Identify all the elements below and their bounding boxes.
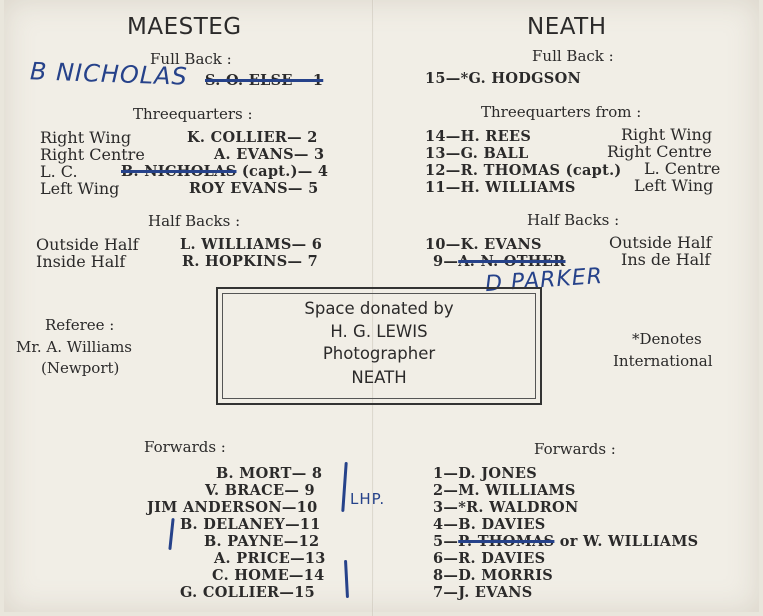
home-player-3: A. EVANS— 3	[214, 146, 325, 163]
home-forward-14: C. HOME—14	[212, 567, 325, 584]
home-forward-10: JIM ANDERSON—10	[147, 499, 318, 516]
away-forward-5-struck: P. THOMAS	[458, 533, 555, 550]
away-player-10: 10—K. EVANS	[425, 236, 542, 253]
handwritten-forwards-note: LHP.	[350, 490, 386, 508]
away-player-12: 12—R. THOMAS (capt.)	[425, 162, 622, 179]
away-position-inside-half: Ins de Half	[621, 250, 711, 269]
away-forward-5: 5—P. THOMAS or W. WILLIAMS	[433, 533, 698, 550]
referee-heading: Referee :	[45, 316, 115, 334]
handwritten-full-back-note: B NICHOLAS	[29, 57, 189, 91]
home-forward-13: A. PRICE—13	[214, 550, 326, 567]
away-player-9-prefix: 9—	[433, 253, 459, 270]
away-position-1: Right Centre	[607, 142, 712, 161]
away-forward-7: 7—J. EVANS	[433, 584, 533, 601]
away-position-2: L. Centre	[644, 159, 721, 178]
away-player-13: 13—G. BALL	[425, 145, 529, 162]
advert-box-inner-border	[222, 293, 536, 399]
away-threequarters-heading: Threequarters from :	[481, 103, 642, 121]
international-note-line2: International	[613, 352, 713, 370]
home-full-back-heading: Full Back :	[150, 50, 232, 68]
home-player-4: B. NICHOLAS (capt.)— 4	[121, 163, 328, 180]
home-position-1: Right Centre	[40, 145, 145, 164]
away-team-title: NEATH	[527, 14, 607, 40]
away-player-14: 14—H. REES	[425, 128, 532, 145]
home-forward-8: B. MORT— 8	[216, 465, 323, 482]
away-forwards-heading: Forwards :	[534, 440, 616, 458]
home-half-backs-heading: Half Backs :	[148, 212, 241, 230]
away-position-3: Left Wing	[634, 176, 714, 195]
referee-club: (Newport)	[41, 359, 120, 377]
home-player-7: R. HOPKINS— 7	[182, 253, 319, 270]
programme-sheet	[4, 0, 759, 612]
away-forward-8: 8—D. MORRIS	[433, 567, 554, 584]
centre-fold	[372, 0, 374, 616]
advert-line-1: Space donated by	[304, 299, 454, 318]
home-forwards-heading: Forwards :	[144, 438, 226, 456]
home-player-2: K. COLLIER— 2	[187, 129, 318, 146]
home-team-title: MAESTEG	[127, 14, 242, 40]
home-player-4-rest: (capt.)— 4	[236, 163, 329, 180]
home-position-3: Left Wing	[40, 179, 120, 198]
away-forward-5-rest: or W. WILLIAMS	[554, 533, 699, 550]
home-position-outside-half: Outside Half	[36, 235, 139, 254]
away-forward-6: 6—R. DAVIES	[433, 550, 546, 567]
away-position-outside-half: Outside Half	[609, 233, 712, 252]
home-forward-9: V. BRACE— 9	[205, 482, 315, 499]
away-forward-4: 4—B. DAVIES	[433, 516, 546, 533]
away-player-11: 11—H. WILLIAMS	[425, 179, 576, 196]
home-position-inside-half: Inside Half	[36, 252, 126, 271]
advert-line-3: Photographer	[322, 344, 436, 363]
away-full-back-heading: Full Back :	[532, 47, 614, 65]
home-player-5: ROY EVANS— 5	[189, 180, 319, 197]
away-position-0: Right Wing	[621, 125, 713, 144]
advert-line-2: H. G. LEWIS	[330, 322, 428, 341]
away-forward-3: 3—*R. WALDRON	[433, 499, 579, 516]
home-full-back: S. O. ELSE— 1	[205, 72, 324, 89]
advert-line-4: NEATH	[351, 368, 407, 387]
away-forward-1: 1—D. JONES	[433, 465, 538, 482]
away-player-9-struck: A. N. OTHER	[458, 253, 566, 270]
away-full-back: 15—*G. HODGSON	[425, 70, 582, 87]
home-forward-15: G. COLLIER—15	[180, 584, 315, 601]
away-forward-5-prefix: 5—	[433, 533, 459, 550]
home-threequarters-heading: Threequarters :	[133, 105, 253, 123]
home-position-2: L. C.	[40, 162, 78, 181]
advert-box: Space donated by H. G. LEWIS Photographe…	[216, 287, 542, 405]
international-note-line1: *Denotes	[632, 330, 702, 348]
home-player-6: L. WILLIAMS— 6	[180, 236, 323, 253]
away-forward-2: 2—M. WILLIAMS	[433, 482, 576, 499]
home-forward-11: B. DELANEY—11	[180, 516, 321, 533]
home-player-4-struck: B. NICHOLAS	[121, 163, 237, 180]
away-player-9: 9—A. N. OTHER	[433, 253, 566, 270]
home-forward-12: B. PAYNE—12	[204, 533, 320, 550]
away-half-backs-heading: Half Backs :	[527, 211, 620, 229]
referee-name: Mr. A. Williams	[16, 338, 132, 356]
home-position-0: Right Wing	[40, 128, 132, 147]
